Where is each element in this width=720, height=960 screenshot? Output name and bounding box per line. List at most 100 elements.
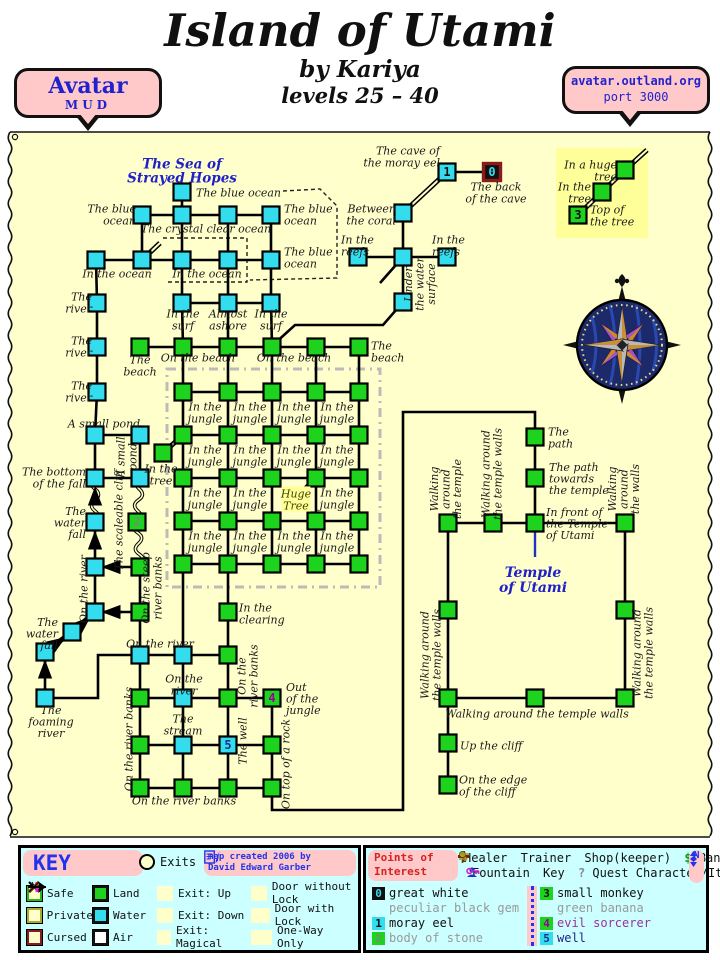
land-room-node <box>525 427 545 447</box>
key-rows: Safe Land Exit: Up Door without Lock Pri… <box>27 880 354 950</box>
speech-tail-fill <box>79 113 97 124</box>
land-room-node <box>438 775 458 795</box>
map-label: Walking aroundthe temple walls <box>631 607 656 699</box>
poi-entry-0-sub: peculiar black gem <box>389 901 520 915</box>
map-element <box>45 653 140 700</box>
land-room-node <box>262 778 282 798</box>
land-room-node <box>218 425 238 445</box>
map-element <box>281 486 311 512</box>
key-item-water: Water <box>93 907 157 923</box>
key-legend: KEY Exits Randomized map created 2006 by… <box>18 845 361 953</box>
land-room-node <box>173 778 193 798</box>
map-label: The well <box>237 717 250 765</box>
water-room-node <box>261 250 281 270</box>
key-legend-title: KEY <box>23 850 143 876</box>
water-room-node <box>35 642 55 662</box>
cursed-swatch <box>27 929 42 945</box>
land-room-node <box>262 468 282 488</box>
land-room-node <box>306 554 326 574</box>
water-room-node <box>85 557 105 577</box>
land-room-node <box>218 337 238 357</box>
bank-icon: $ <box>684 851 692 865</box>
poi-services-row2: Fountain Key ? Quest Character/Item <box>466 866 720 880</box>
land-room-node <box>349 468 369 488</box>
water-room-node <box>132 250 152 270</box>
north-indicator: N <box>689 850 704 883</box>
map-element <box>272 301 404 346</box>
land-room-node <box>306 337 326 357</box>
water-room-node <box>86 250 106 270</box>
land-room-node <box>306 382 326 402</box>
water-room-node <box>218 293 238 313</box>
water-room-node <box>85 512 105 532</box>
land-room-node <box>262 382 282 402</box>
water-room-node <box>173 735 193 755</box>
map-label: Walking aroundthe temple walls <box>480 428 505 520</box>
exit-magical-icon <box>27 880 171 945</box>
water-room-node <box>173 645 193 665</box>
land-room-node <box>349 425 369 445</box>
air-swatch <box>93 929 108 945</box>
map-element <box>11 133 19 141</box>
land-room-node <box>218 778 238 798</box>
land-room-node <box>173 382 193 402</box>
land-room-node <box>262 735 282 755</box>
land-room-node <box>262 554 282 574</box>
land-room-node <box>130 735 150 755</box>
water-room-node <box>172 250 192 270</box>
water-room-node <box>130 645 150 665</box>
quest-icon: ? <box>577 866 586 880</box>
land-room-node <box>615 688 635 708</box>
map-label: Walkingaroundthe temple <box>428 459 464 519</box>
one-way-arrow <box>46 637 66 654</box>
land-room-node <box>130 602 150 622</box>
land-room-node <box>525 688 545 708</box>
land-room-node <box>615 513 635 533</box>
land-room-node <box>262 511 282 531</box>
cursed-room-node <box>481 161 503 183</box>
avatar-mud-logo: Avatar MUD <box>14 68 162 131</box>
land-room-node <box>218 511 238 531</box>
key-item-land: Land <box>93 885 157 901</box>
poi-number: 5 <box>224 738 231 752</box>
key-item-door-lock: Door with Lock <box>28 882 353 928</box>
key-item-exit-up: Exit: Up <box>27 880 251 901</box>
land-room-node <box>173 425 193 445</box>
map-label: A smallpond <box>115 436 140 479</box>
key-item-exit-down: Exit: Down <box>28 881 251 923</box>
land-room-node <box>218 382 238 402</box>
map-element <box>270 410 537 812</box>
water-room-node <box>218 250 238 270</box>
land-room-node <box>130 557 150 577</box>
land-room-node <box>306 511 326 531</box>
water-room-node <box>85 425 105 445</box>
water-room-node <box>130 425 150 445</box>
